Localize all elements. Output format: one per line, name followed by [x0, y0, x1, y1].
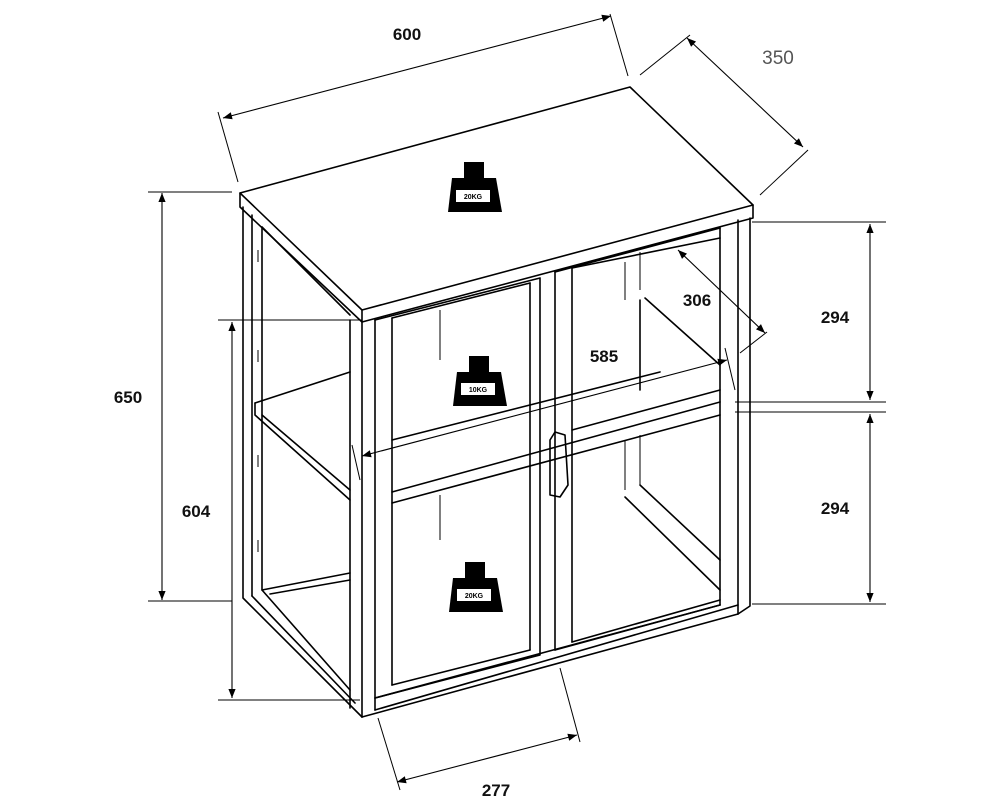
lower-compartment-label: 294	[821, 499, 850, 518]
dimension-depth: 350	[639, 34, 809, 196]
bottom-rail	[361, 613, 739, 718]
top-load-label: 20KG	[464, 194, 483, 201]
height-label: 650	[114, 388, 142, 407]
upper-compartment-label: 294	[821, 308, 850, 327]
weight-icon-bottom: 20KG	[449, 562, 503, 612]
inner-depth-label: 306	[683, 291, 711, 310]
inner-height-label: 604	[182, 502, 211, 521]
dimension-height: 650	[114, 191, 232, 602]
dimension-inner-height: 604	[182, 319, 362, 701]
top-board-front-edge	[239, 192, 754, 323]
dimension-upper-compartment: 294	[735, 221, 886, 403]
shelf-width-label: 585	[590, 347, 618, 366]
weight-icon-shelf: 10KG	[453, 356, 507, 406]
dimension-lower-compartment: 294	[735, 411, 886, 605]
door-handle[interactable]	[549, 431, 569, 498]
dimension-shelf-width: 585	[351, 347, 736, 481]
dimension-width: 600	[217, 13, 629, 183]
left-side-panel	[242, 206, 363, 718]
dimension-door-width: 277	[377, 667, 581, 800]
dimension-inner-depth: 306	[677, 249, 768, 354]
width-label: 600	[393, 25, 421, 44]
shelf-load-label: 10KG	[469, 387, 488, 394]
left-glass-door[interactable]	[374, 277, 541, 699]
bottom-load-label: 20KG	[465, 593, 484, 600]
weight-icon-top: 20KG	[448, 162, 502, 212]
depth-label: 350	[762, 48, 794, 69]
door-width-label: 277	[482, 781, 510, 800]
